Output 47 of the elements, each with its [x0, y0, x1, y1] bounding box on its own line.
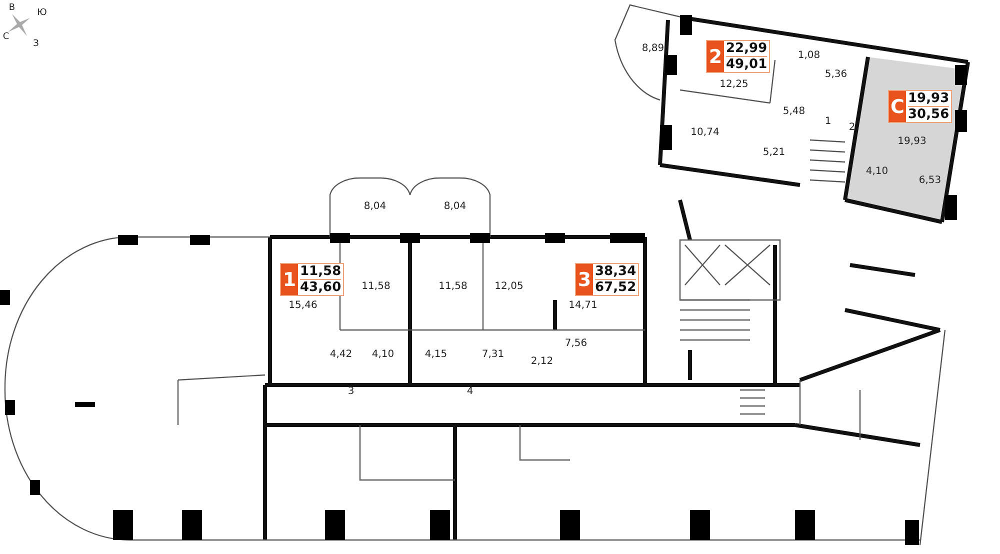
room-area: 8,04 [364, 201, 386, 213]
apartment-badge [888, 90, 952, 123]
room-area: 14,71 [568, 300, 598, 312]
apartment-number: С [889, 91, 906, 122]
total-area: 49,01 [726, 57, 768, 72]
living-area: 38,34 [595, 264, 636, 280]
total-area: 30,56 [908, 107, 950, 122]
room-area: 7,31 [482, 349, 504, 361]
room-area: 4,15 [424, 349, 448, 361]
total-area: 43,60 [300, 280, 342, 295]
living-area: 19,93 [908, 91, 950, 107]
room-area: 11,58 [438, 281, 468, 293]
compass-letter: З [33, 38, 39, 50]
room-area: 19,93 [898, 136, 926, 148]
living-area: 11,58 [300, 264, 342, 280]
room-area: 5,21 [762, 147, 786, 159]
room-area: 8,89 [642, 43, 664, 55]
room-area: 5,36 [824, 69, 848, 81]
room-area: 5,48 [782, 106, 806, 118]
apartment-badge [280, 263, 344, 296]
apartment-number: 2 [707, 41, 724, 72]
room-area: 6,53 [918, 175, 942, 187]
door-number: 2 [848, 122, 856, 134]
room-area: 8,04 [444, 201, 466, 213]
room-area: 15,46 [288, 300, 318, 312]
door-number: 4 [466, 386, 474, 398]
room-area: 4,42 [330, 349, 352, 361]
room-area: 7,56 [564, 338, 588, 350]
room-area: 4,10 [372, 349, 394, 361]
room-area: 4,10 [866, 166, 888, 178]
apartment-number: 3 [576, 264, 593, 295]
living-area: 22,99 [726, 41, 768, 57]
room-area: 10,74 [690, 127, 720, 139]
compass-letter: В [8, 2, 16, 14]
room-area: 12,25 [720, 79, 748, 91]
door-number: 1 [824, 116, 832, 128]
compass-letter: С [2, 31, 10, 43]
compass-letter: Ю [37, 7, 47, 19]
room-area: 1,08 [798, 50, 820, 62]
door-number: 3 [348, 386, 354, 398]
apartment-badge [706, 40, 770, 73]
room-area: 2,12 [530, 356, 554, 368]
room-area: 12,05 [494, 281, 524, 293]
apartment-number: 1 [281, 264, 298, 295]
total-area: 67,52 [595, 280, 636, 295]
room-area: 11,58 [362, 281, 390, 293]
apartment-badge [575, 263, 640, 296]
